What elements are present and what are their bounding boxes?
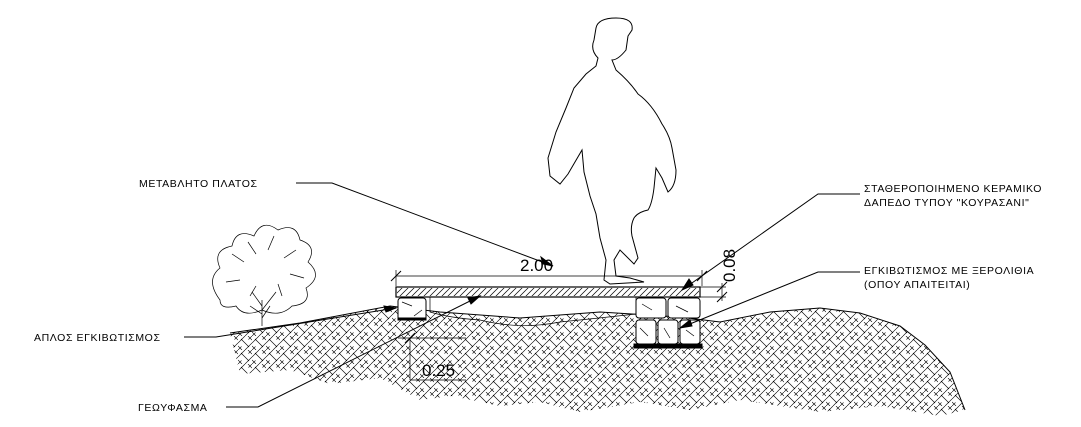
dimension-width: 2.00: [390, 256, 708, 286]
label-variable-width: ΜΕΤΑΒΛΗΤΟ ΠΛΑΤΟΣ: [139, 178, 258, 190]
label-dry-stone-line2: (ΟΠΟΥ ΑΠΑΙΤΕΙΤΑΙ): [864, 279, 970, 291]
label-dry-stone-line1: ΕΓΚΙΒΩΤΙΣΜΟΣ ΜΕ ΞΕΡΟΛΙΘΙΑ: [864, 265, 1034, 277]
gravel-base: [429, 295, 637, 326]
dimension-thickness-text: 0.08: [720, 249, 739, 282]
label-geotextile: ΓΕΩΥΦΑΣΜΑ: [138, 402, 208, 414]
shrub-icon: [212, 224, 316, 326]
label-simple-curb: ΑΠΛΟΣ ΕΓΚΙΒΩΤΙΣΜΟΣ: [34, 332, 161, 344]
label-ceramic-floor-line2: ΔΑΠΕΔΟ ΤΥΠΟΥ "ΚΟΥΡΑΣΑΝΙ": [864, 197, 1029, 209]
ceramic-pavement-slab: [395, 286, 701, 298]
dry-stone-masonry: [633, 297, 703, 349]
dimension-base-depth-text: 0.25: [422, 361, 455, 380]
dimension-thickness: 0.08: [700, 249, 739, 303]
simple-curb-stones: [397, 297, 427, 321]
human-silhouette-icon: [547, 17, 677, 285]
label-ceramic-floor-line1: ΣΤΑΘΕΡΟΠΟΙΗΜΕΝΟ ΚΕΡΑΜΙΚΟ: [864, 183, 1042, 195]
dimension-base-depth: 0.25: [398, 332, 466, 381]
leader-lines: [184, 182, 860, 408]
